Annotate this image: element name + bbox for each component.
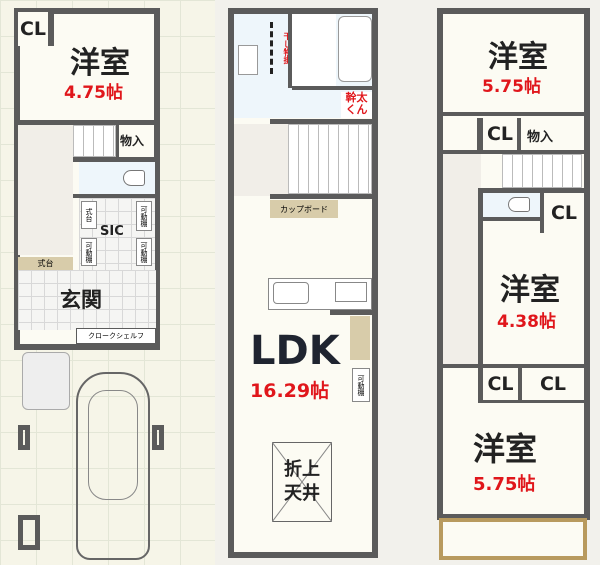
drying-rack-line xyxy=(270,22,273,74)
step-label-v: 式台 xyxy=(81,201,97,229)
hall-2f xyxy=(234,124,288,196)
raised-ceiling-box xyxy=(272,442,332,522)
stairs-2f xyxy=(288,124,372,194)
post xyxy=(18,425,30,450)
wall xyxy=(73,194,156,198)
car-roof xyxy=(88,390,138,500)
post xyxy=(18,515,40,550)
sic-label: SIC xyxy=(100,224,124,239)
stove-icon xyxy=(335,282,367,302)
cupboard: カップボード xyxy=(270,200,338,218)
post xyxy=(152,425,164,450)
sink-icon xyxy=(238,45,258,75)
wall xyxy=(478,188,584,193)
cloak-shelf: クロークシェルフ xyxy=(76,328,156,344)
wall xyxy=(270,119,374,124)
dryer-label: 幹太くん xyxy=(341,92,372,118)
wall xyxy=(18,120,156,125)
closet-3f-1: CL xyxy=(477,118,521,150)
step-label: 式台 xyxy=(18,257,73,270)
raised-ceiling-label: 折上天井 xyxy=(284,459,320,504)
room2-size: 4.38帖 xyxy=(497,312,556,332)
wall xyxy=(292,86,372,90)
toilet-icon xyxy=(508,197,530,212)
wall xyxy=(73,157,156,162)
room-size-1f: 4.75帖 xyxy=(64,83,123,103)
kitchen-counter xyxy=(268,278,372,310)
drying-rack-label: 干し物掛 xyxy=(282,32,293,64)
closet-3f-4: CL xyxy=(522,368,584,400)
stairs-3f xyxy=(502,154,582,188)
wall xyxy=(478,400,584,403)
car-icon xyxy=(76,372,150,560)
bathroom xyxy=(292,14,336,86)
storage-shelf xyxy=(350,316,370,360)
wall xyxy=(288,14,292,88)
stairs-1f xyxy=(73,125,116,157)
wall xyxy=(330,310,374,315)
storage-1f: 物入 xyxy=(120,134,145,148)
room3-size: 5.75帖 xyxy=(473,474,536,495)
closet-3f-3: CL xyxy=(478,368,522,400)
bathtub-icon xyxy=(338,16,372,82)
toilet-icon xyxy=(123,170,145,186)
shelf-label-2f: 可動棚 xyxy=(352,368,370,402)
closet-1f: CL xyxy=(18,12,54,46)
room-label-1f: 洋室 xyxy=(70,46,130,81)
hall-3f xyxy=(443,154,481,364)
ldk-size: 16.29帖 xyxy=(250,380,330,402)
room2-label: 洋室 xyxy=(500,273,560,308)
hall-1f xyxy=(18,125,73,255)
entrance-area xyxy=(18,270,156,330)
entrance-label: 玄関 xyxy=(60,288,102,312)
shelf-label: 可動棚 xyxy=(81,238,97,266)
wall xyxy=(270,194,374,199)
stone-path xyxy=(22,352,70,410)
wall xyxy=(443,364,584,368)
ldk-label: LDK xyxy=(250,328,340,374)
wall xyxy=(478,217,540,221)
room3-label: 洋室 xyxy=(472,430,537,468)
wall xyxy=(443,150,584,154)
balcony xyxy=(439,518,587,560)
shelf-label: 可動棚 xyxy=(136,201,152,231)
storage-3f: 物入 xyxy=(527,130,554,145)
shelf-label: 可動棚 xyxy=(136,238,152,266)
kitchen-sink-icon xyxy=(273,282,309,304)
room1-label: 洋室 xyxy=(488,40,548,75)
closet-3f-2: CL xyxy=(540,193,584,233)
wall xyxy=(443,112,584,116)
wall xyxy=(478,188,483,368)
wall xyxy=(116,125,119,157)
room1-size: 5.75帖 xyxy=(482,77,541,97)
